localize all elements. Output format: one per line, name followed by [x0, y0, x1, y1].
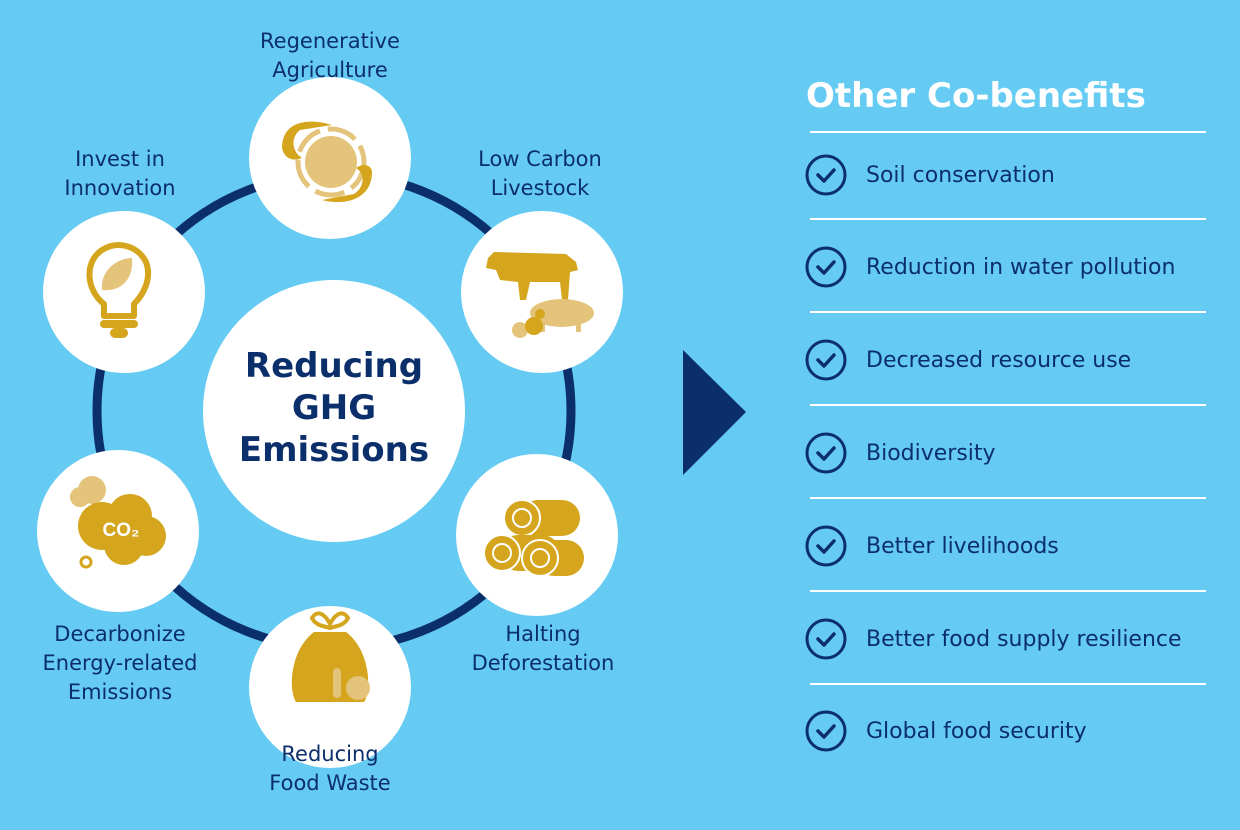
lever-circle-decarbonize-energy: CO₂: [37, 450, 199, 612]
arrow-right-icon: [683, 350, 746, 475]
lever-circle-regenerative-agriculture: [249, 77, 411, 239]
label-line: Innovation: [64, 176, 176, 200]
label-line: Halting: [505, 622, 581, 646]
label-line: Decarbonize: [54, 622, 186, 646]
label-line: Food Waste: [269, 771, 391, 795]
label-halting-deforestation: Halting Deforestation: [423, 620, 663, 678]
label-regenerative-agriculture: Regenerative Agriculture: [210, 27, 450, 85]
label-line: Regenerative: [260, 29, 400, 53]
co-benefit-item: Reduction in water pollution: [804, 245, 1175, 289]
co-benefit-item: Better food supply resilience: [804, 617, 1182, 661]
food-waste-bag-icon: [291, 611, 370, 702]
center-line: Reducing: [244, 346, 424, 386]
center-line: GHG: [291, 388, 377, 428]
co-benefit-item: Soil conservation: [804, 153, 1055, 197]
divider: [810, 590, 1206, 592]
check-circle-icon: [805, 339, 847, 381]
co-benefit-text: Better livelihoods: [866, 533, 1059, 559]
co-benefit-text: Better food supply resilience: [866, 626, 1182, 652]
divider: [810, 497, 1206, 499]
label-line: Emissions: [67, 680, 173, 704]
co-benefit-item: Better livelihoods: [804, 524, 1059, 568]
divider: [810, 683, 1206, 685]
divider: [810, 404, 1206, 406]
divider: [810, 131, 1206, 133]
label-line: Deforestation: [471, 651, 615, 675]
co-benefit-text: Biodiversity: [866, 440, 996, 466]
center-line: Emissions: [238, 430, 430, 470]
check-circle-icon: [805, 525, 847, 567]
check-circle-icon: [805, 618, 847, 660]
co-benefit-item: Global food security: [804, 709, 1087, 753]
livestock-icon: [486, 252, 594, 338]
label-reducing-food-waste: Reducing Food Waste: [210, 740, 450, 798]
co-benefit-item: Decreased resource use: [804, 338, 1131, 382]
leaf-cycle-icon: [282, 121, 372, 203]
label-invest-innovation: Invest in Innovation: [0, 145, 240, 203]
co-benefit-item: Biodiversity: [804, 431, 996, 475]
divider: [810, 218, 1206, 220]
co-benefit-text: Soil conservation: [866, 162, 1055, 188]
label-line: Reducing: [281, 742, 379, 766]
label-line: Invest in: [75, 147, 165, 171]
lever-circle-low-carbon-livestock: [461, 211, 623, 373]
lever-circle-reducing-food-waste: [249, 606, 411, 768]
check-circle-icon: [805, 154, 847, 196]
co2-cloud-icon: CO₂: [70, 476, 166, 569]
label-low-carbon-livestock: Low Carbon Livestock: [420, 145, 660, 203]
label-line: Livestock: [490, 176, 590, 200]
co-benefits-title: Other Co-benefits: [806, 76, 1146, 116]
center-title: Reducing GHG Emissions: [204, 345, 464, 471]
co-benefit-text: Decreased resource use: [866, 347, 1132, 373]
co-benefit-text: Reduction in water pollution: [866, 254, 1176, 280]
label-decarbonize-energy: Decarbonize Energy-related Emissions: [0, 620, 240, 707]
check-circle-icon: [805, 432, 847, 474]
check-circle-icon: [805, 246, 847, 288]
lever-circle-invest-innovation: [43, 211, 205, 373]
divider: [810, 311, 1206, 313]
label-line: Low Carbon: [478, 147, 602, 171]
logs-icon: [483, 499, 584, 577]
lightbulb-leaf-icon: [86, 242, 152, 338]
label-line: Energy-related: [42, 651, 198, 675]
label-line: Agriculture: [272, 58, 388, 82]
lever-circle-halting-deforestation: [456, 454, 618, 616]
co2-text: CO₂: [103, 520, 140, 541]
check-circle-icon: [805, 710, 847, 752]
co-benefit-text: Global food security: [866, 718, 1087, 744]
center-circle: [203, 280, 465, 542]
